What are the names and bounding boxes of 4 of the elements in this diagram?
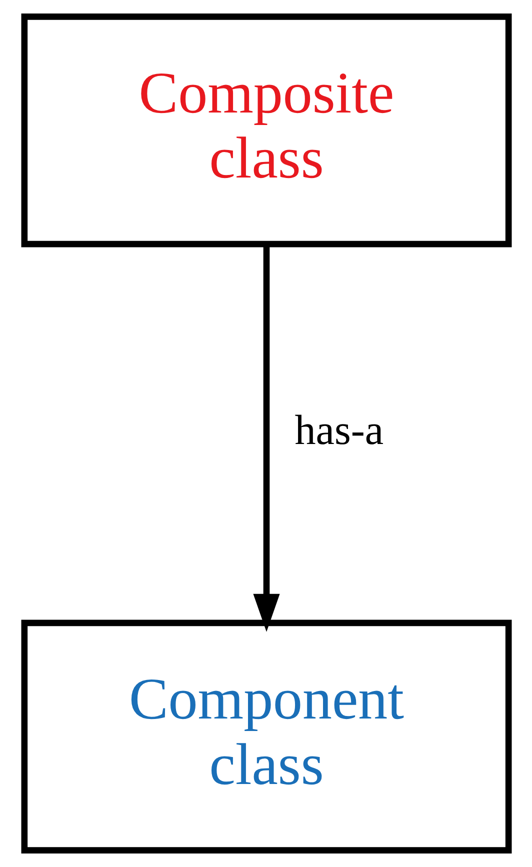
edge-label: has-a (294, 407, 384, 454)
arrow (252, 244, 280, 632)
node-box: Composite class (20, 14, 512, 248)
node-box: Component class (20, 620, 512, 854)
